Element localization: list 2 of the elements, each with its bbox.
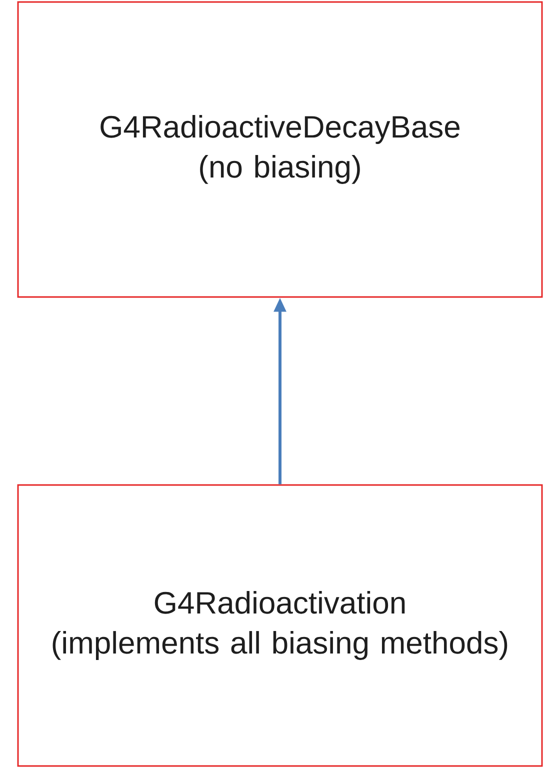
class-box: G4RadioactiveDecayBase (no biasing) [17, 1, 543, 298]
class-box: G4Radioactivation (implements all biasing methods) [17, 484, 543, 767]
